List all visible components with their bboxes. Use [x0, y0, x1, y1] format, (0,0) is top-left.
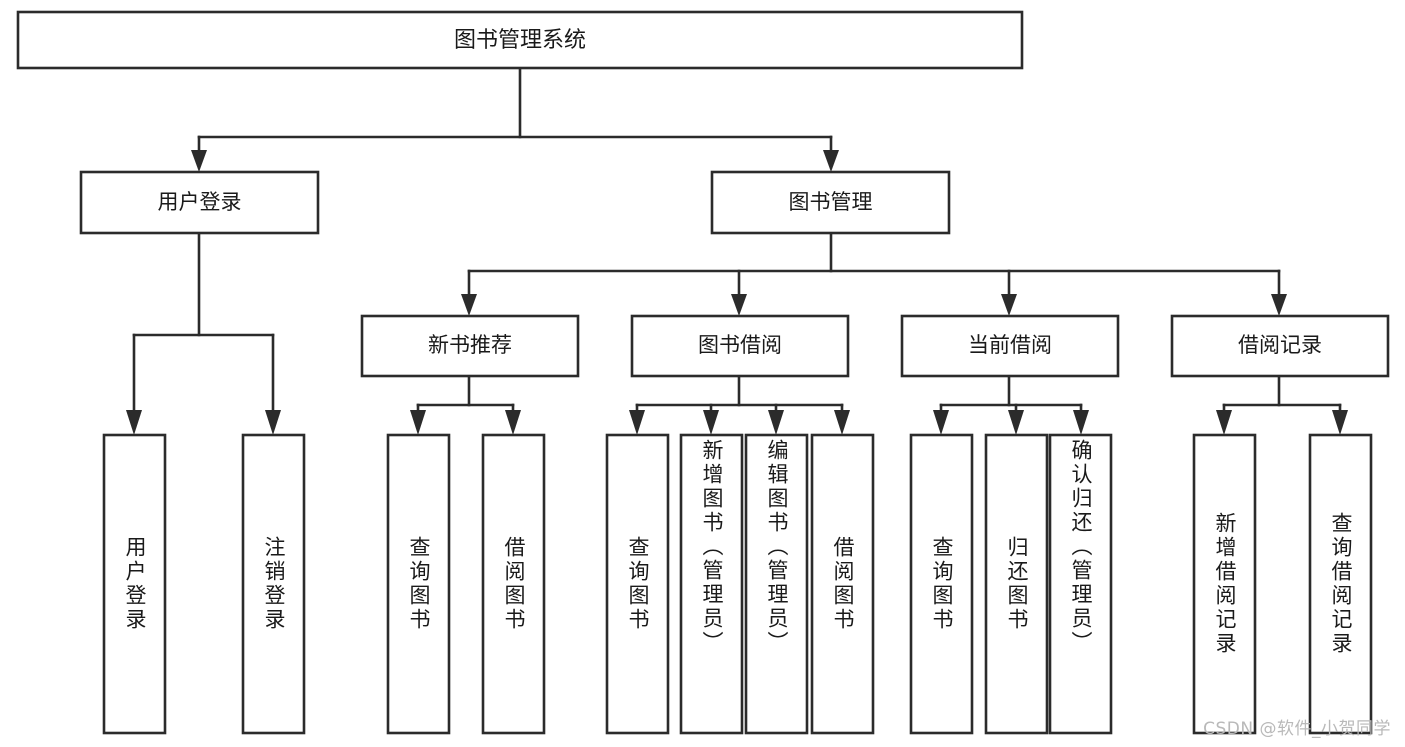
node-new-book-recommend-label: 新书推荐 [428, 333, 512, 357]
arrow-head-leaf-confirm-return [1073, 410, 1089, 435]
node-book-borrow-label: 图书借阅 [698, 333, 782, 357]
arrow-head-current-borrow [1001, 294, 1017, 316]
arrow-head-book-borrow [731, 294, 747, 316]
node-leaf-query-record-box[interactable] [1308, 433, 1373, 735]
connector-layer [126, 66, 1348, 435]
node-user-login-label: 用户登录 [158, 190, 242, 214]
node-root-label: 图书管理系统 [454, 28, 586, 53]
node-leaf-query-book-2-box[interactable] [605, 433, 670, 735]
node-user-login[interactable]: 用户登录 [79, 170, 320, 235]
node-new-book-recommend-box[interactable] [360, 314, 580, 378]
node-root[interactable]: 图书管理系统 [16, 10, 1024, 70]
arrow-head-leaf-edit-book-admin [768, 410, 784, 435]
node-borrow-record[interactable]: 借阅记录 [1170, 314, 1390, 378]
arrow-head-new-book-recommend [461, 294, 477, 316]
node-borrow-record-label: 借阅记录 [1238, 333, 1322, 357]
arrow-head-leaf-return-book [1008, 410, 1024, 435]
node-book-management-box[interactable] [710, 170, 951, 235]
arrow-head-leaf-user-login [126, 410, 142, 435]
node-current-borrow-label: 当前借阅 [968, 333, 1052, 357]
node-root-box[interactable] [16, 10, 1024, 70]
node-new-book-recommend[interactable]: 新书推荐 [360, 314, 580, 378]
node-book-borrow[interactable]: 图书借阅 [630, 314, 850, 378]
node-borrow-record-box[interactable] [1170, 314, 1390, 378]
arrow-head-leaf-query-record [1332, 410, 1348, 435]
arrow-head-leaf-add-book-admin [703, 410, 719, 435]
arrow-head-borrow-record [1271, 294, 1287, 316]
arrow-head-leaf-query-book-2 [629, 410, 645, 435]
node-leaf-add-book-admin-box[interactable] [679, 433, 744, 735]
node-leaf-user-logout-box[interactable] [241, 433, 306, 735]
node-book-management-label: 图书管理 [789, 190, 873, 214]
node-current-borrow[interactable]: 当前借阅 [900, 314, 1120, 378]
node-leaf-borrow-book-1-box[interactable] [481, 433, 546, 735]
node-leaf-confirm-return-box[interactable] [1048, 433, 1113, 735]
node-leaf-query-book-3-box[interactable] [909, 433, 974, 735]
node-leaf-edit-book-admin-box[interactable] [744, 433, 809, 735]
node-user-login-box[interactable] [79, 170, 320, 235]
node-leaf-return-book-box[interactable] [984, 433, 1049, 735]
node-leaf-borrow-book-2-box[interactable] [810, 433, 875, 735]
node-leaf-query-book-1-box[interactable] [386, 433, 451, 735]
arrow-head-leaf-borrow-book-1 [505, 410, 521, 435]
csdn-watermark: CSDN @软件_小贺同学 [1203, 719, 1391, 739]
arrow-head-leaf-add-record [1216, 410, 1232, 435]
node-leaf-user-login-box[interactable] [102, 433, 167, 735]
arrow-head-leaf-query-book-1 [410, 410, 426, 435]
arrow-head-leaf-query-book-3 [933, 410, 949, 435]
node-leaf-add-record-box[interactable] [1192, 433, 1257, 735]
arrow-head-leaf-borrow-book-2 [834, 410, 850, 435]
node-current-borrow-box[interactable] [900, 314, 1120, 378]
arrow-head-user-login [191, 150, 207, 172]
arrow-head-leaf-user-logout [265, 410, 281, 435]
node-book-management[interactable]: 图书管理 [710, 170, 951, 235]
node-book-borrow-box[interactable] [630, 314, 850, 378]
node-layer: 图书管理系统 用户登录 图书管理 新书推荐 图书借阅 [16, 10, 1390, 735]
arrow-head-book-management [823, 150, 839, 172]
